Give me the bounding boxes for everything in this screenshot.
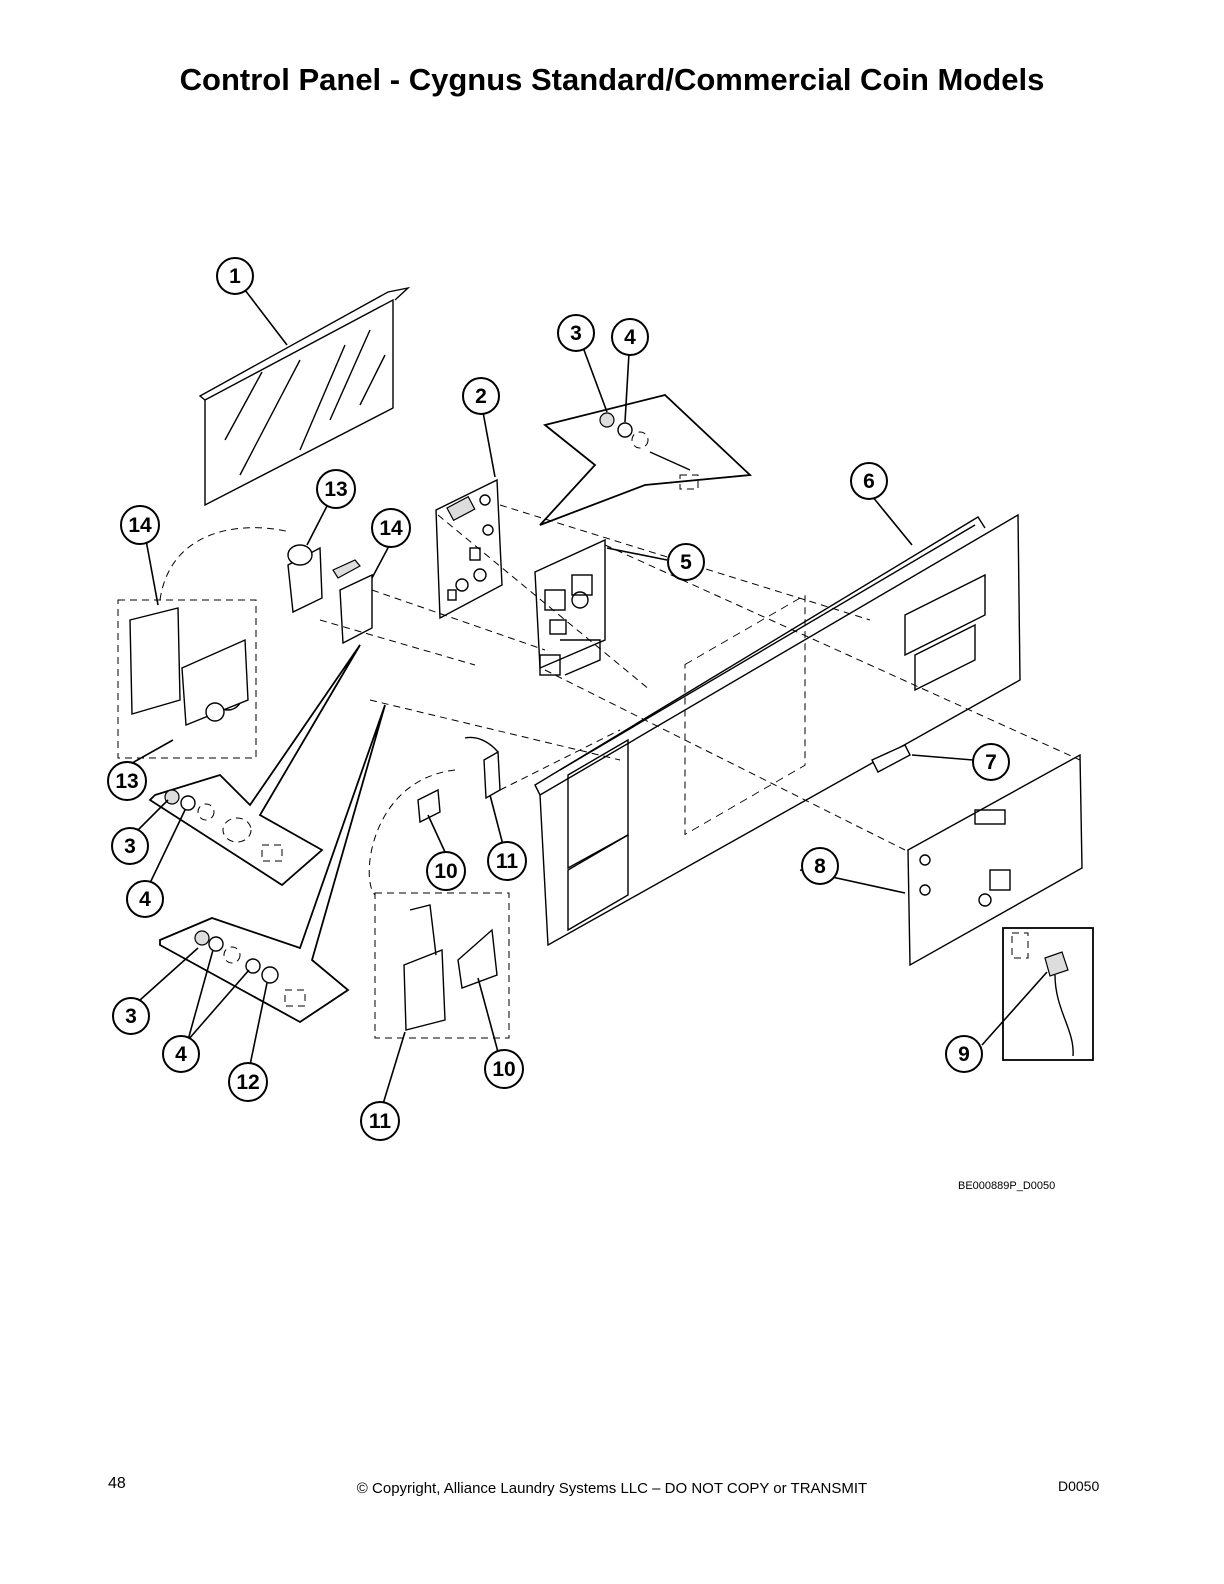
svg-text:11: 11: [369, 1110, 392, 1133]
part-coin-module: [287, 544, 373, 645]
svg-text:10: 10: [434, 860, 457, 883]
callout-13: 13: [316, 469, 356, 509]
svg-text:14: 14: [379, 517, 403, 540]
svg-text:3: 3: [570, 322, 582, 345]
callout-4: 4: [611, 318, 649, 356]
svg-text:13: 13: [324, 478, 347, 501]
callout-3: 3: [111, 827, 149, 865]
svg-text:4: 4: [139, 888, 151, 911]
svg-text:7: 7: [985, 751, 997, 774]
callout-14: 14: [371, 508, 411, 548]
callout-5: 5: [667, 543, 705, 581]
part-card-reader-upper: [368, 736, 501, 896]
part-board-bracket: [534, 538, 606, 676]
callout-9: 9: [945, 1035, 983, 1073]
callout-8: 8: [801, 847, 839, 885]
svg-text:3: 3: [125, 1005, 137, 1028]
svg-text:6: 6: [863, 470, 875, 493]
callout-11: 11: [360, 1101, 400, 1141]
inset-mounting-hardware-top: [539, 394, 753, 526]
inset-coin-module-detail: [117, 527, 291, 759]
svg-text:14: 14: [128, 514, 152, 537]
part-keypad-overlay: [907, 753, 1083, 967]
callout-3: 3: [112, 997, 150, 1035]
part-control-board: [435, 478, 503, 620]
callout-4: 4: [162, 1035, 200, 1073]
svg-text:8: 8: [814, 855, 826, 878]
page-number: 48: [108, 1475, 126, 1492]
figure-id: BE000889P_D0050: [958, 1180, 1056, 1192]
inset-mounting-hardware-bottom: [159, 704, 386, 1024]
callout-10: 10: [484, 1049, 524, 1089]
svg-text:4: 4: [624, 326, 636, 349]
part-control-panel: [534, 513, 1021, 947]
svg-text:12: 12: [236, 1071, 259, 1094]
callout-7: 7: [972, 743, 1010, 781]
svg-text:9: 9: [958, 1043, 970, 1066]
svg-text:2: 2: [475, 385, 487, 408]
callout-6: 6: [850, 462, 888, 500]
callout-3: 3: [557, 314, 595, 352]
callout-14: 14: [120, 505, 160, 545]
copyright-notice: © Copyright, Alliance Laundry Systems LL…: [356, 1480, 868, 1497]
svg-text:10: 10: [492, 1058, 515, 1081]
inset-sensor-harness: [1002, 927, 1094, 1061]
callout-2: 2: [462, 377, 500, 415]
callout-leaders: [124, 289, 1048, 1105]
callout-13: 13: [107, 761, 147, 801]
callout-4: 4: [126, 880, 164, 918]
document-code: D0050: [1058, 1478, 1100, 1494]
callout-1: 1: [216, 257, 254, 295]
callout-11: 11: [487, 841, 527, 881]
part-light-pipe: [871, 744, 911, 773]
inset-card-reader-detail: [374, 892, 510, 1039]
inset-mounting-hardware-left: [148, 644, 361, 887]
callout-12: 12: [228, 1062, 268, 1102]
svg-text:5: 5: [680, 551, 692, 574]
svg-text:13: 13: [115, 770, 138, 793]
part-overlay-sheet: [198, 286, 411, 507]
page-title: Control Panel - Cygnus Standard/Commerci…: [179, 62, 1045, 97]
svg-text:11: 11: [496, 850, 519, 873]
svg-text:4: 4: [175, 1043, 187, 1066]
svg-text:3: 3: [124, 835, 136, 858]
callout-10: 10: [426, 851, 466, 891]
svg-text:1: 1: [229, 265, 241, 288]
